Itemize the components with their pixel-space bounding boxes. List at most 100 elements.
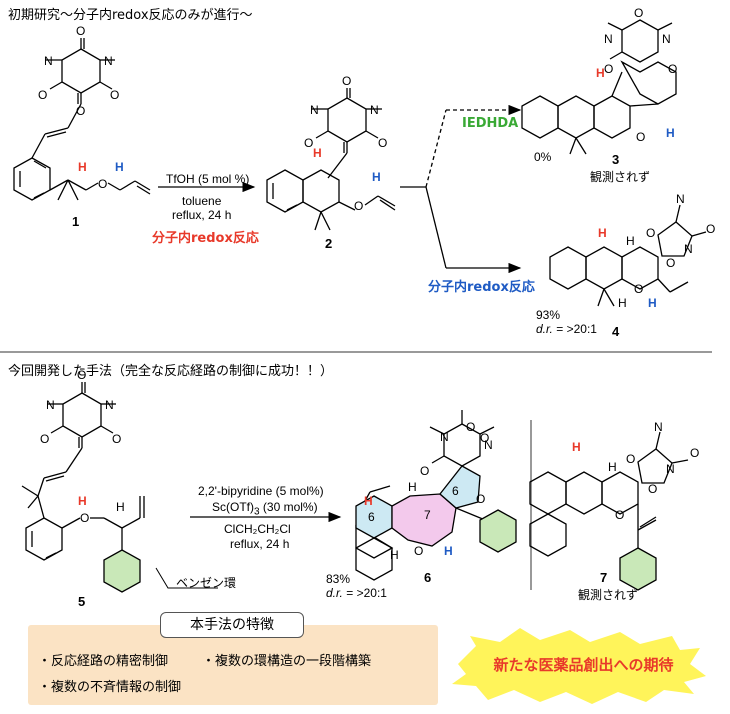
ring-6-number-b: 6 xyxy=(452,484,459,498)
atom-o: O xyxy=(40,432,50,446)
atom-h: H xyxy=(618,296,627,310)
atom-o: O xyxy=(615,508,625,522)
atom-o: O xyxy=(304,136,314,150)
atom-n: N xyxy=(604,32,613,46)
atom-h-blue: H xyxy=(372,170,381,184)
header-initial-study: 初期研究〜分子内redox反応のみが進行〜 xyxy=(8,8,253,23)
features-box xyxy=(28,625,438,705)
label-iedhda: IEDHDA xyxy=(462,116,519,131)
atom-n: N xyxy=(104,54,113,68)
header-new-method: 今回開発した手法（完全な反応経路の制御に成功！！） xyxy=(8,364,334,379)
atom-h-red: H xyxy=(78,160,87,174)
structure-compound-4 xyxy=(549,204,707,307)
benzene-ring-highlight-7 xyxy=(619,547,657,591)
atom-o: O xyxy=(76,104,86,118)
atom-o: O xyxy=(466,420,476,434)
benzene-ring-highlight-5 xyxy=(103,549,141,593)
atom-h-blue: H xyxy=(444,544,453,558)
atom-h: H xyxy=(408,480,417,494)
atom-o: O xyxy=(626,452,636,466)
atom-o: O xyxy=(110,88,120,102)
atom-n: N xyxy=(310,103,319,117)
condition-temperature: reflux, 24 h xyxy=(172,208,232,222)
compound-2-label: 2 xyxy=(325,236,333,251)
condition-catalyst: Sc(OTf)3 (30 mol%) xyxy=(212,500,318,518)
atom-o: O xyxy=(634,6,644,20)
compound-1-label: 1 xyxy=(72,214,80,229)
structure-compound-3 xyxy=(521,19,677,155)
atom-o: O xyxy=(414,544,424,558)
atom-o: O xyxy=(342,74,352,88)
label-redox-blue: 分子内redox反応 xyxy=(428,280,535,295)
structure-compound-5 xyxy=(21,382,145,561)
callout-burst xyxy=(452,628,706,704)
feature-item: ・反応経路の精密制御 xyxy=(38,654,169,669)
benzene-ring-highlight-6 xyxy=(479,509,517,553)
atom-n: N xyxy=(370,103,379,117)
benzene-ring-label: ベンゼン環 xyxy=(176,576,237,590)
atom-n: N xyxy=(676,192,685,206)
atom-o: O xyxy=(706,222,716,236)
condition-ligand: 2,2'-bipyridine (5 mol%) xyxy=(198,484,324,498)
compound-3-yield: 0% xyxy=(534,150,552,164)
atom-n: N xyxy=(666,462,675,476)
atom-h: H xyxy=(390,548,399,562)
condition-solvent: ClCH₂CH₂Cl xyxy=(224,522,291,536)
atom-o: O xyxy=(636,130,646,144)
atom-n: N xyxy=(684,242,693,256)
compound-5-label: 5 xyxy=(78,594,86,609)
ring-6-highlight-b xyxy=(439,465,481,509)
section-divider xyxy=(0,351,712,353)
atom-o: O xyxy=(98,177,108,191)
atom-o: O xyxy=(646,226,656,240)
atom-h-red: H xyxy=(364,494,373,508)
atom-h-red: H xyxy=(313,146,322,160)
atom-h: H xyxy=(626,234,635,248)
atom-n: N xyxy=(440,430,449,444)
compound-4-dr: d.r. = >20:1 xyxy=(536,322,597,336)
atom-h-blue: H xyxy=(115,160,124,174)
structure-compound-7 xyxy=(529,431,689,557)
structure-compound-2 xyxy=(266,88,396,231)
atom-h: H xyxy=(116,500,125,514)
atom-n: N xyxy=(46,398,55,412)
atom-h-red: H xyxy=(598,226,607,240)
atom-h-red: H xyxy=(596,66,605,80)
compound-6-label: 6 xyxy=(424,570,432,585)
atom-n: N xyxy=(484,438,493,452)
compound-7-note: 観測されず xyxy=(578,588,639,602)
condition-temperature: reflux, 24 h xyxy=(230,537,290,551)
compound-6-yield: 83% xyxy=(326,572,351,586)
ring-6-number-a: 6 xyxy=(368,510,375,524)
atom-o: O xyxy=(666,256,676,270)
atom-o: O xyxy=(77,368,87,382)
atom-o: O xyxy=(480,431,490,445)
compound-3-note: 観測されず xyxy=(590,170,651,184)
atom-o: O xyxy=(476,492,486,506)
atom-o: O xyxy=(112,432,122,446)
condition-solvent: toluene xyxy=(182,194,222,208)
atom-o: O xyxy=(690,446,700,460)
atom-o: O xyxy=(668,62,678,76)
structure-compound-1 xyxy=(13,38,151,201)
compound-4-label: 4 xyxy=(612,324,620,339)
atom-h-red: H xyxy=(78,494,87,508)
atom-h-red: H xyxy=(572,440,581,454)
atom-n: N xyxy=(654,420,663,434)
atom-o: O xyxy=(604,62,614,76)
atom-o: O xyxy=(634,282,644,296)
condition-reagent: TfOH (5 mol %) xyxy=(166,172,250,186)
atom-h-blue: H xyxy=(648,296,657,310)
compound-3-label: 3 xyxy=(612,152,620,167)
atom-o: O xyxy=(76,24,86,38)
feature-item: ・複数の環構造の一段階構築 xyxy=(202,654,372,669)
atom-o: O xyxy=(80,511,90,525)
atom-o: O xyxy=(420,464,430,478)
atom-n: N xyxy=(105,398,114,412)
compound-6-dr: d.r. = >20:1 xyxy=(326,586,387,600)
feature-item: ・複数の不斉情報の制御 xyxy=(38,680,182,695)
atom-o: O xyxy=(354,199,364,213)
compound-7-label: 7 xyxy=(600,570,608,585)
ring-7-number: 7 xyxy=(424,508,431,522)
atom-n: N xyxy=(662,32,671,46)
